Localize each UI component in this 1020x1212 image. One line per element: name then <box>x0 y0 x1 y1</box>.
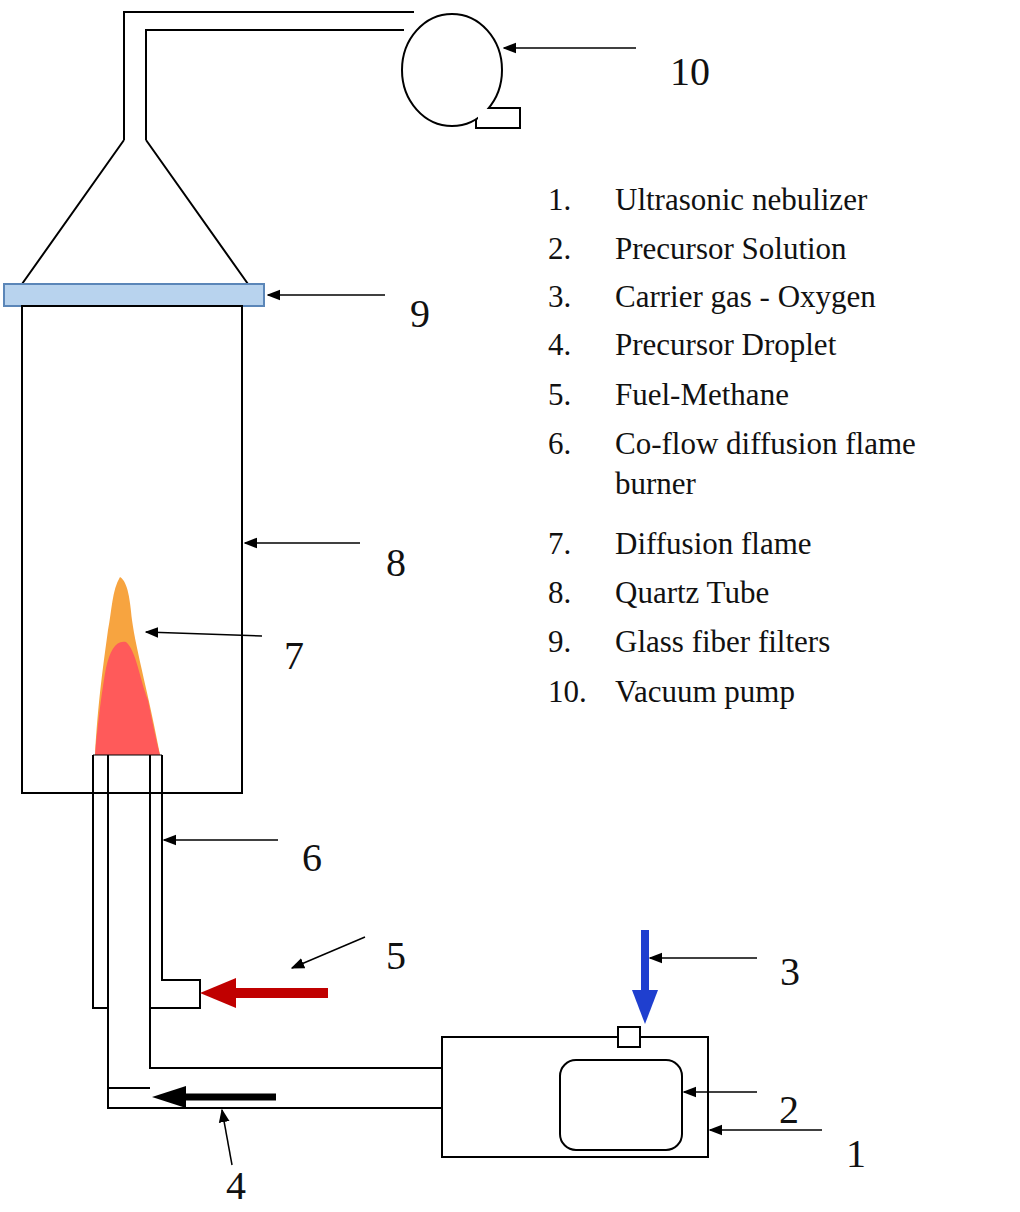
callout-number: 5 <box>386 934 406 978</box>
leader-line <box>245 542 360 544</box>
leader-line <box>164 839 278 841</box>
exhaust-pipe <box>124 12 414 140</box>
list-text: Precursor Droplet <box>615 325 995 365</box>
droplet-arrow-head <box>152 1086 186 1108</box>
callout-number: 9 <box>410 292 430 336</box>
list-number: 7. <box>548 524 571 564</box>
list-number: 10. <box>548 672 587 712</box>
callout-number: 10 <box>670 50 710 94</box>
list-text: Diffusion flame <box>615 524 995 564</box>
vacuum-pump <box>402 14 520 128</box>
solution-vessel <box>560 1060 682 1150</box>
droplet-arrow-shaft <box>182 1094 276 1101</box>
list-number: 1. <box>548 180 571 220</box>
flame-outer <box>95 577 160 755</box>
gas-inlet <box>618 1027 640 1047</box>
list-number: 8. <box>548 573 571 613</box>
glass-filter <box>4 284 264 306</box>
callout-number: 7 <box>284 634 304 678</box>
fuel-arrow-shaft <box>232 988 328 998</box>
leader-line <box>222 1110 232 1165</box>
leader-line <box>650 957 757 959</box>
list-text: Ultrasonic nebulizer <box>615 180 995 220</box>
burner-outer-right <box>150 755 200 1008</box>
list-number: 6. <box>548 424 571 464</box>
list-text: Quartz Tube <box>615 573 995 613</box>
oxygen-arrow-shaft <box>641 930 649 992</box>
leader-line <box>684 1091 757 1093</box>
burner <box>93 755 442 1108</box>
burner-outer-left <box>93 755 108 1008</box>
oxygen-arrow-head <box>632 990 658 1024</box>
pipe-outer <box>124 12 414 140</box>
flame-inner <box>95 642 160 755</box>
leader-line <box>504 47 636 49</box>
list-number: 5. <box>548 375 571 415</box>
leader-line <box>710 1129 822 1131</box>
callout-number: 6 <box>302 836 322 880</box>
hood-cone <box>22 140 248 284</box>
callout-number: 1 <box>846 1132 866 1176</box>
callout-number: 2 <box>779 1088 799 1132</box>
list-text: Co-flow diffusion flame burner <box>615 424 995 504</box>
callout-number: 8 <box>386 541 406 585</box>
list-text: Fuel-Methane <box>615 375 995 415</box>
leader-line <box>292 937 365 968</box>
list-text: Precursor Solution <box>615 229 995 269</box>
pump-body <box>402 14 502 126</box>
pump-outlet <box>476 108 520 128</box>
outlet-join <box>478 109 498 127</box>
callout-number: 4 <box>226 1164 246 1208</box>
list-number: 2. <box>548 229 571 269</box>
list-number: 3. <box>548 277 571 317</box>
callout-number: 3 <box>780 950 800 994</box>
tube-joint <box>108 1087 150 1089</box>
list-text: Glass fiber filters <box>615 622 995 662</box>
burner-rim <box>93 755 162 756</box>
inner-tube-left <box>108 755 442 1108</box>
nebulizer-box <box>442 1037 708 1157</box>
inner-tube-right <box>150 755 442 1068</box>
nebulizer <box>442 1027 708 1157</box>
list-text: Carrier gas - Oxygen <box>615 277 995 317</box>
fuel-arrow-head <box>200 978 236 1008</box>
pipe-inner <box>146 30 404 140</box>
quartz-tube <box>22 306 242 793</box>
list-number: 4. <box>548 325 571 365</box>
list-number: 9. <box>548 622 571 662</box>
list-text: Vacuum pump <box>615 672 995 712</box>
leader-line <box>268 294 385 296</box>
leader-line <box>146 632 262 636</box>
